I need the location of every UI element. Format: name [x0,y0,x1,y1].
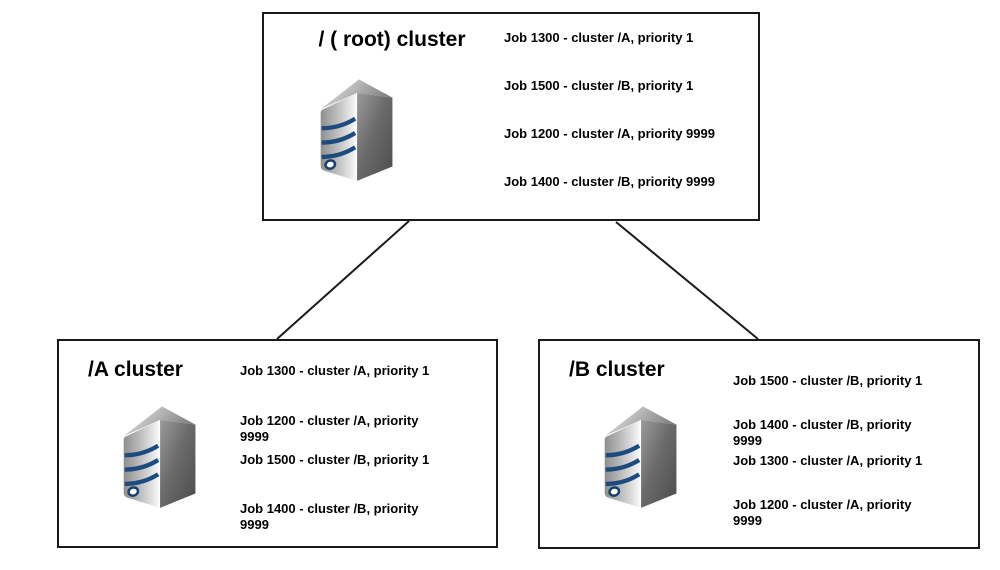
job-entry: Job 1400 - cluster /B, priority 9999 [504,174,715,189]
job-entry: Job 1500 - cluster /B, priority 1 [240,452,430,467]
job-entry: Job 1200 - cluster /A, priority 9999 [733,497,912,528]
cluster-box-root: / ( root) cluster Job 1300 - cluster /A,… [262,12,760,221]
job-entry: Job 1400 - cluster /B, priority 9999 [240,501,419,532]
job-list: Job 1500 - cluster /B, priority 1 Job 14… [540,341,978,547]
job-entry: Job 1300 - cluster /A, priority 1 [504,30,694,45]
job-entry: Job 1400 - cluster /B, priority 9999 [733,417,912,448]
cluster-box-b: /B cluster Job 1500 - cluster /B, priori… [538,339,980,549]
job-entry: Job 1200 - cluster /A, priority 9999 [504,126,715,141]
cluster-title-a: /A cluster [88,358,183,381]
cluster-title-root: / ( root) cluster [318,28,466,51]
job-entry: Job 1500 - cluster /B, priority 1 [504,78,694,93]
cluster-box-a: /A cluster Job 1300 - cluster /A, priori… [57,339,498,548]
job-entry: Job 1200 - cluster /A, priority 9999 [240,413,419,444]
job-entry: Job 1300 - cluster /A, priority 1 [240,363,430,378]
job-list: Job 1300 - cluster /A, priority 1 Job 12… [59,341,496,546]
job-entry: Job 1500 - cluster /B, priority 1 [733,373,923,388]
edge-root-to-a [276,220,410,340]
edge-root-to-b [615,221,759,340]
cluster-title-b: /B cluster [569,358,665,381]
job-list: Job 1300 - cluster /A, priority 1 Job 15… [264,14,758,219]
job-entry: Job 1300 - cluster /A, priority 1 [733,453,923,468]
